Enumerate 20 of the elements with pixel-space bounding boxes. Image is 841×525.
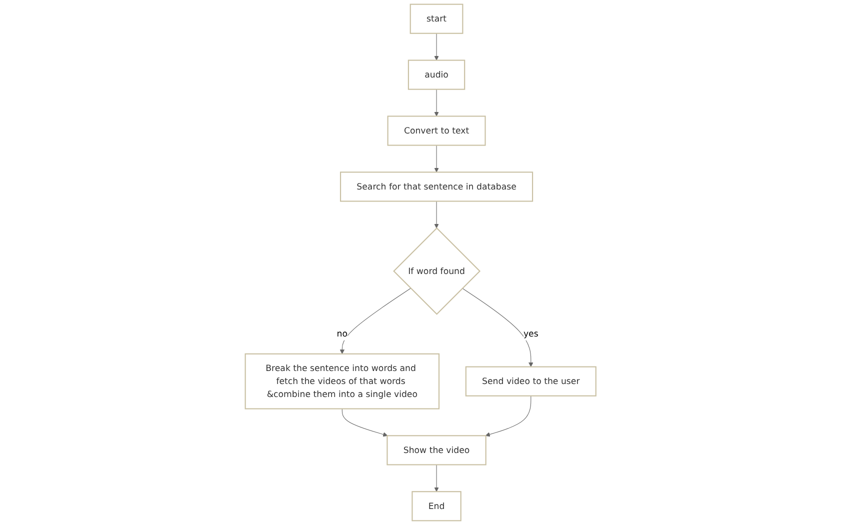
arrow — [485, 396, 532, 437]
node-box: Convert to text — [387, 116, 486, 146]
arrow — [434, 200, 439, 228]
arrow — [434, 89, 439, 116]
node-box: audio — [408, 60, 466, 90]
arrow — [462, 288, 534, 368]
arrow — [434, 145, 439, 172]
edge-label: yes — [523, 328, 538, 339]
node-box: Show the video — [386, 435, 486, 466]
arrow — [342, 408, 388, 437]
arrow — [434, 464, 439, 492]
node-box: Send video to the user — [465, 366, 596, 396]
node-box: End — [412, 491, 462, 522]
node-box: Search for that sentence in database — [340, 172, 533, 202]
node-box: start — [410, 4, 464, 34]
node-diamond: If word found — [392, 227, 480, 315]
arrow — [340, 288, 411, 354]
edge-label: no — [336, 328, 348, 339]
node-box: Break the sentence into words and fetch the videos of that words &combine them into a single video — [244, 353, 440, 410]
arrow — [434, 33, 439, 60]
